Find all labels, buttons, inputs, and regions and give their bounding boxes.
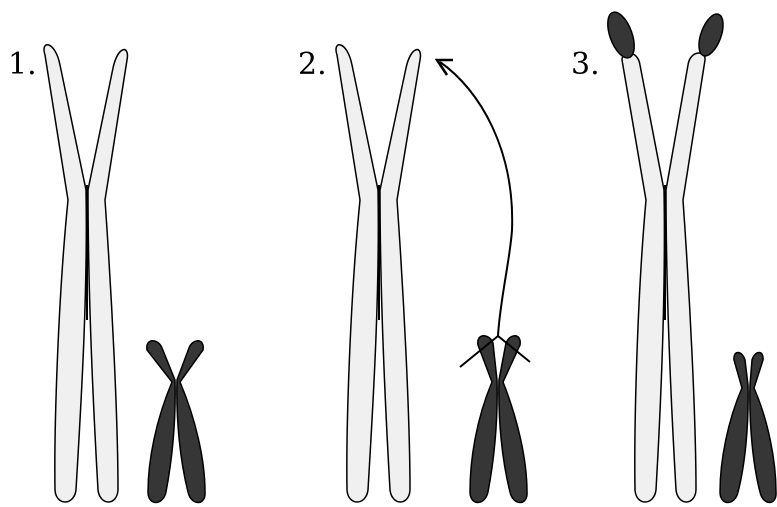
large-chromosome-2 xyxy=(336,45,420,502)
small-chromatid-2-left xyxy=(470,336,497,503)
arrow-head-icon xyxy=(437,60,453,75)
small-chromatid-3-left xyxy=(720,353,748,503)
arrow-curve xyxy=(440,62,512,336)
small-chromatid-1-left xyxy=(147,341,175,503)
step-label-3: 3. xyxy=(571,50,600,80)
translocated-segment-left xyxy=(602,9,639,62)
step-label-1: 1. xyxy=(8,50,37,80)
large-chromosome-3 xyxy=(602,9,727,502)
translocated-segment-right xyxy=(694,11,728,59)
small-chromosome-3 xyxy=(720,353,776,503)
translocation-arrow xyxy=(437,60,530,367)
small-chromosome-1 xyxy=(147,341,205,503)
small-chromatid-1-right xyxy=(177,341,205,503)
large-chromatid-2-left xyxy=(336,45,378,502)
large-chromatid-2-right xyxy=(380,50,420,502)
small-chromatid-3-right xyxy=(750,353,776,503)
step-3-group xyxy=(602,9,776,503)
small-chromosome-2 xyxy=(470,336,527,503)
large-chromatid-1-left xyxy=(44,45,86,502)
step-label-2: 2. xyxy=(298,50,327,80)
step-2-group xyxy=(336,45,530,503)
small-chromatid-2-right xyxy=(499,336,527,503)
large-chromatid-3-right xyxy=(666,53,705,502)
large-chromatid-1-right xyxy=(88,50,127,502)
large-chromosome-1 xyxy=(44,45,127,502)
large-chromatid-3-left xyxy=(622,53,664,502)
step-1-group xyxy=(44,45,205,503)
